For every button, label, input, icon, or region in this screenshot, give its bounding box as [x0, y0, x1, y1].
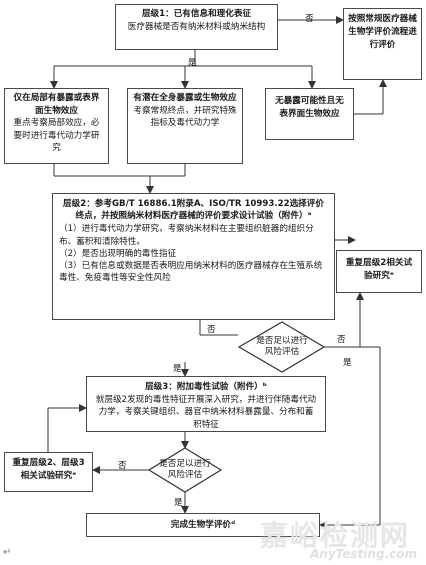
watermark-cn: 嘉峪检测网	[260, 519, 411, 552]
branch-local-title: 仅在局部有暴露或表界面生物效应	[13, 93, 100, 116]
branch-systemic-title: 有潜在全身暴露或生物效应	[133, 93, 237, 103]
decision-diamond-2	[147, 447, 223, 493]
label-no-decision1-left: 否	[207, 325, 216, 335]
final-box: 完成生物学评价ᵈ	[86, 513, 320, 537]
decision2-text: 是否足以进行风险评估	[159, 459, 211, 480]
level2-item3: （3）已有信息或数据是否表明应用纳米材料的医疗器械存在生殖系统毒性、免疫毒性等安…	[59, 261, 323, 284]
final-text: 完成生物学评价ᵈ	[170, 520, 236, 530]
branch-none-box: 无暴露可能性且无表界面生物效应	[265, 88, 354, 140]
level2-box: 层级2：参考GB/T 16886.1附录A、ISO/TR 10993.22选择评…	[52, 193, 335, 320]
repeat-level2-3-text: 重复层级2、层级3相关试验研究ᵉ	[12, 458, 85, 481]
level1-title: 层级1：已有信息和理化表征	[141, 9, 252, 19]
level3-title: 层级3：附加毒性试验（附件）ᵇ	[145, 382, 267, 392]
label-yes-decision1-right: 是	[343, 358, 352, 368]
watermark-en: AnyTesting.com	[310, 547, 417, 561]
branch-local-body: 重点考察局部效应，必要时进行毒代动力学研究	[13, 118, 100, 153]
repeat-level2-3-box: 重复层级2、层级3相关试验研究ᵉ	[4, 452, 93, 492]
level1-subtitle: 医疗器械是否有纳米材料或纳米结构	[127, 21, 266, 32]
label-no-decision1-right: 否	[337, 335, 346, 345]
repeat-level2-box: 重复层级2相关试验研究ᵉ	[336, 250, 422, 293]
label-yes-decision1-down: 是	[173, 364, 182, 374]
level3-body: 就层级2发现的毒性特征开展深入研究，并进行伴随毒代动力学，考察关键组织、器官中纳…	[95, 394, 317, 430]
repeat-level2-text: 重复层级2相关试验研究ᵉ	[345, 258, 413, 281]
level2-item2: （2）是否出现明确的毒性指征	[59, 248, 177, 259]
branch-systemic-box: 有潜在全身暴露或生物效应 考察常规终点，并研究特殊指标及毒代动力学	[127, 88, 243, 164]
branch-systemic-body: 考察常规终点，并研究特殊指标及毒代动力学	[133, 105, 237, 129]
level2-title: 层级2：参考GB/T 16886.1附录A、ISO/TR 10993.22选择评…	[63, 199, 324, 222]
conventional-evaluation-box: 按照常规医疗器械生物学评价流程进行评价	[343, 8, 422, 80]
label-no-decision2: 否	[118, 461, 127, 471]
label-yes-decision2: 是	[174, 498, 183, 508]
conventional-evaluation-text: 按照常规医疗器械生物学评价流程进行评价	[348, 14, 417, 50]
level2-item1: （1）进行毒代动力学研究，考察纳米材料在主要组织脏器的组织分布、蓄积和清除特性。	[59, 224, 314, 247]
level3-box: 层级3：附加毒性试验（附件）ᵇ 就层级2发现的毒性特征开展深入研究，并进行伴随毒…	[86, 376, 326, 432]
label-no-level1: 否	[305, 14, 314, 24]
decision1-text: 是否足以进行风险评估	[256, 336, 308, 357]
branch-none-title: 无暴露可能性且无表界面生物效应	[275, 96, 344, 119]
label-yes-level1: 是	[188, 58, 197, 68]
branch-local-box: 仅在局部有暴露或表界面生物效应 重点考察局部效应，必要时进行毒代动力学研究	[4, 88, 109, 164]
decision-diamond-1	[237, 321, 326, 373]
paragraph-mark: ↵	[3, 547, 12, 558]
level1-box: 层级1：已有信息和理化表征 医疗器械是否有纳米材料或纳米结构	[115, 4, 278, 50]
